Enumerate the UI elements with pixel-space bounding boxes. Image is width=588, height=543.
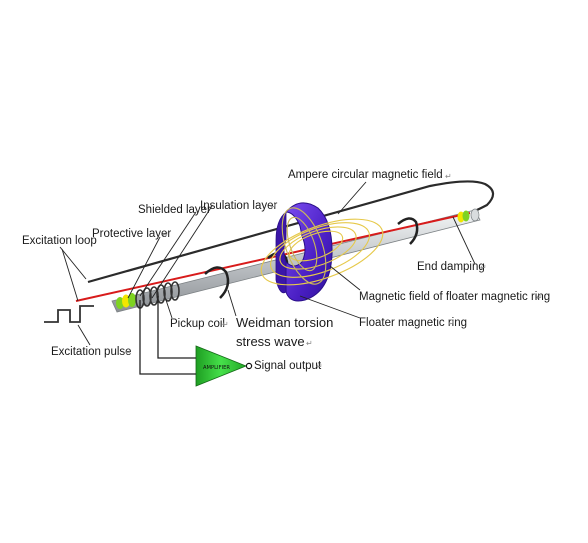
floater-magnetic-ring xyxy=(275,202,333,302)
weidman-wave-label-line2: stress wave xyxy=(236,334,305,349)
floater-ring-label: Floater magnetic ring xyxy=(359,317,467,329)
return-mark: ↵ xyxy=(536,293,543,302)
leader-lines xyxy=(59,181,476,346)
return-mark: ↵ xyxy=(306,339,313,348)
amplifier-label: AMPLIFIER xyxy=(203,365,230,371)
left-color-bands xyxy=(116,293,136,309)
weidman-wave-label-line1: Weidman torsion xyxy=(236,315,333,330)
ampere-field-label: Ampere circular magnetic field xyxy=(288,169,443,181)
floater-ring-field-label: Magnetic field of floater magnetic ring xyxy=(359,291,550,303)
return-mark: ↵ xyxy=(222,320,229,329)
excitation-loop-label: Excitation loop xyxy=(22,235,97,247)
return-mark: ↵ xyxy=(162,230,169,239)
end-damping-label: End damping xyxy=(417,261,485,273)
magnetic-field-loops xyxy=(260,207,384,286)
return-mark: ↵ xyxy=(480,263,487,272)
right-color-bands xyxy=(457,210,470,223)
pickup-coil-label: Pickup coil xyxy=(170,318,225,330)
return-mark: ↵ xyxy=(445,172,452,181)
return-mark: ↵ xyxy=(448,319,455,328)
signal-output-label: Signal output xyxy=(254,360,322,372)
excitation-pulse-label: Excitation pulse xyxy=(51,346,132,358)
return-mark: ↵ xyxy=(270,202,277,211)
excitation-pulse-waveform xyxy=(44,305,94,323)
signal-output-terminal xyxy=(245,362,253,370)
waveguide-tube xyxy=(111,208,481,313)
shielded-layer-label: Shielded layer xyxy=(138,204,211,216)
coil-to-amplifier-wires xyxy=(139,296,196,375)
amplifier: AMPLIFIER xyxy=(195,345,248,387)
insulation-layer-label: Insulation layer xyxy=(200,200,278,212)
return-mark: ↵ xyxy=(316,362,323,371)
protective-layer-label: Protective layer xyxy=(92,228,171,240)
return-mark: ↵ xyxy=(125,348,132,357)
